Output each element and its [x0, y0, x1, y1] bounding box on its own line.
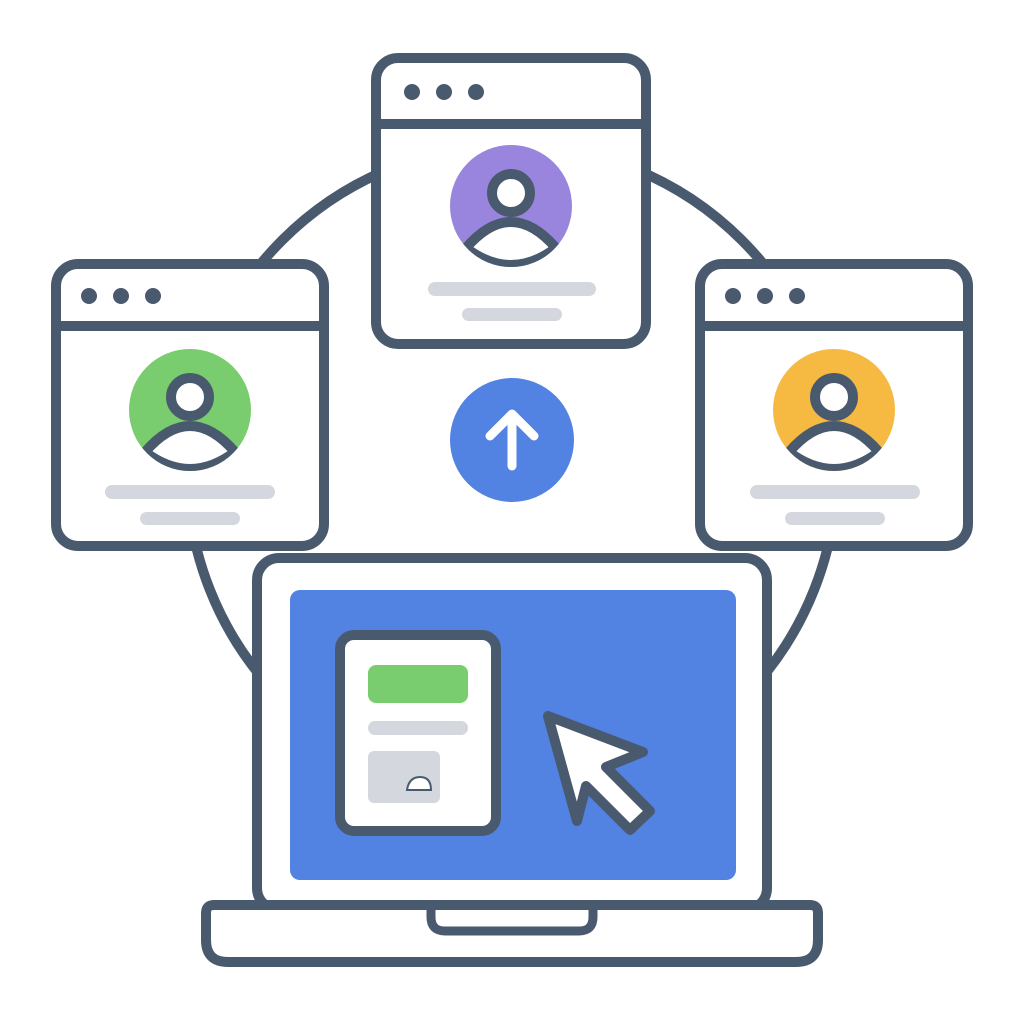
text-placeholder-line	[368, 721, 468, 735]
window-dot-icon	[404, 84, 420, 100]
screen-profile-card[interactable]	[335, 630, 501, 836]
laptop-trackpad-notch	[426, 908, 598, 936]
up-arrow-icon	[485, 409, 539, 471]
image-placeholder-icon	[368, 751, 440, 803]
card-header-bar	[368, 665, 468, 703]
text-placeholder-line	[462, 308, 562, 321]
window-dot-icon	[81, 288, 97, 304]
text-placeholder-line	[428, 282, 596, 296]
laptop	[201, 553, 823, 967]
profile-card-right[interactable]	[695, 259, 973, 551]
profile-card-top[interactable]	[371, 53, 651, 349]
user-avatar-icon	[450, 145, 572, 267]
text-placeholder-line	[750, 485, 920, 499]
profile-card-left[interactable]	[51, 259, 329, 551]
upload-button[interactable]	[450, 378, 574, 502]
window-dot-icon	[725, 288, 741, 304]
window-dot-icon	[468, 84, 484, 100]
mouse-cursor-icon	[543, 711, 655, 835]
text-placeholder-line	[785, 512, 885, 525]
text-placeholder-line	[105, 485, 275, 499]
window-dot-icon	[757, 288, 773, 304]
text-placeholder-line	[140, 512, 240, 525]
window-dot-icon	[789, 288, 805, 304]
window-dot-icon	[145, 288, 161, 304]
user-avatar-icon	[773, 349, 895, 471]
window-dot-icon	[436, 84, 452, 100]
user-avatar-icon	[129, 349, 251, 471]
window-dot-icon	[113, 288, 129, 304]
